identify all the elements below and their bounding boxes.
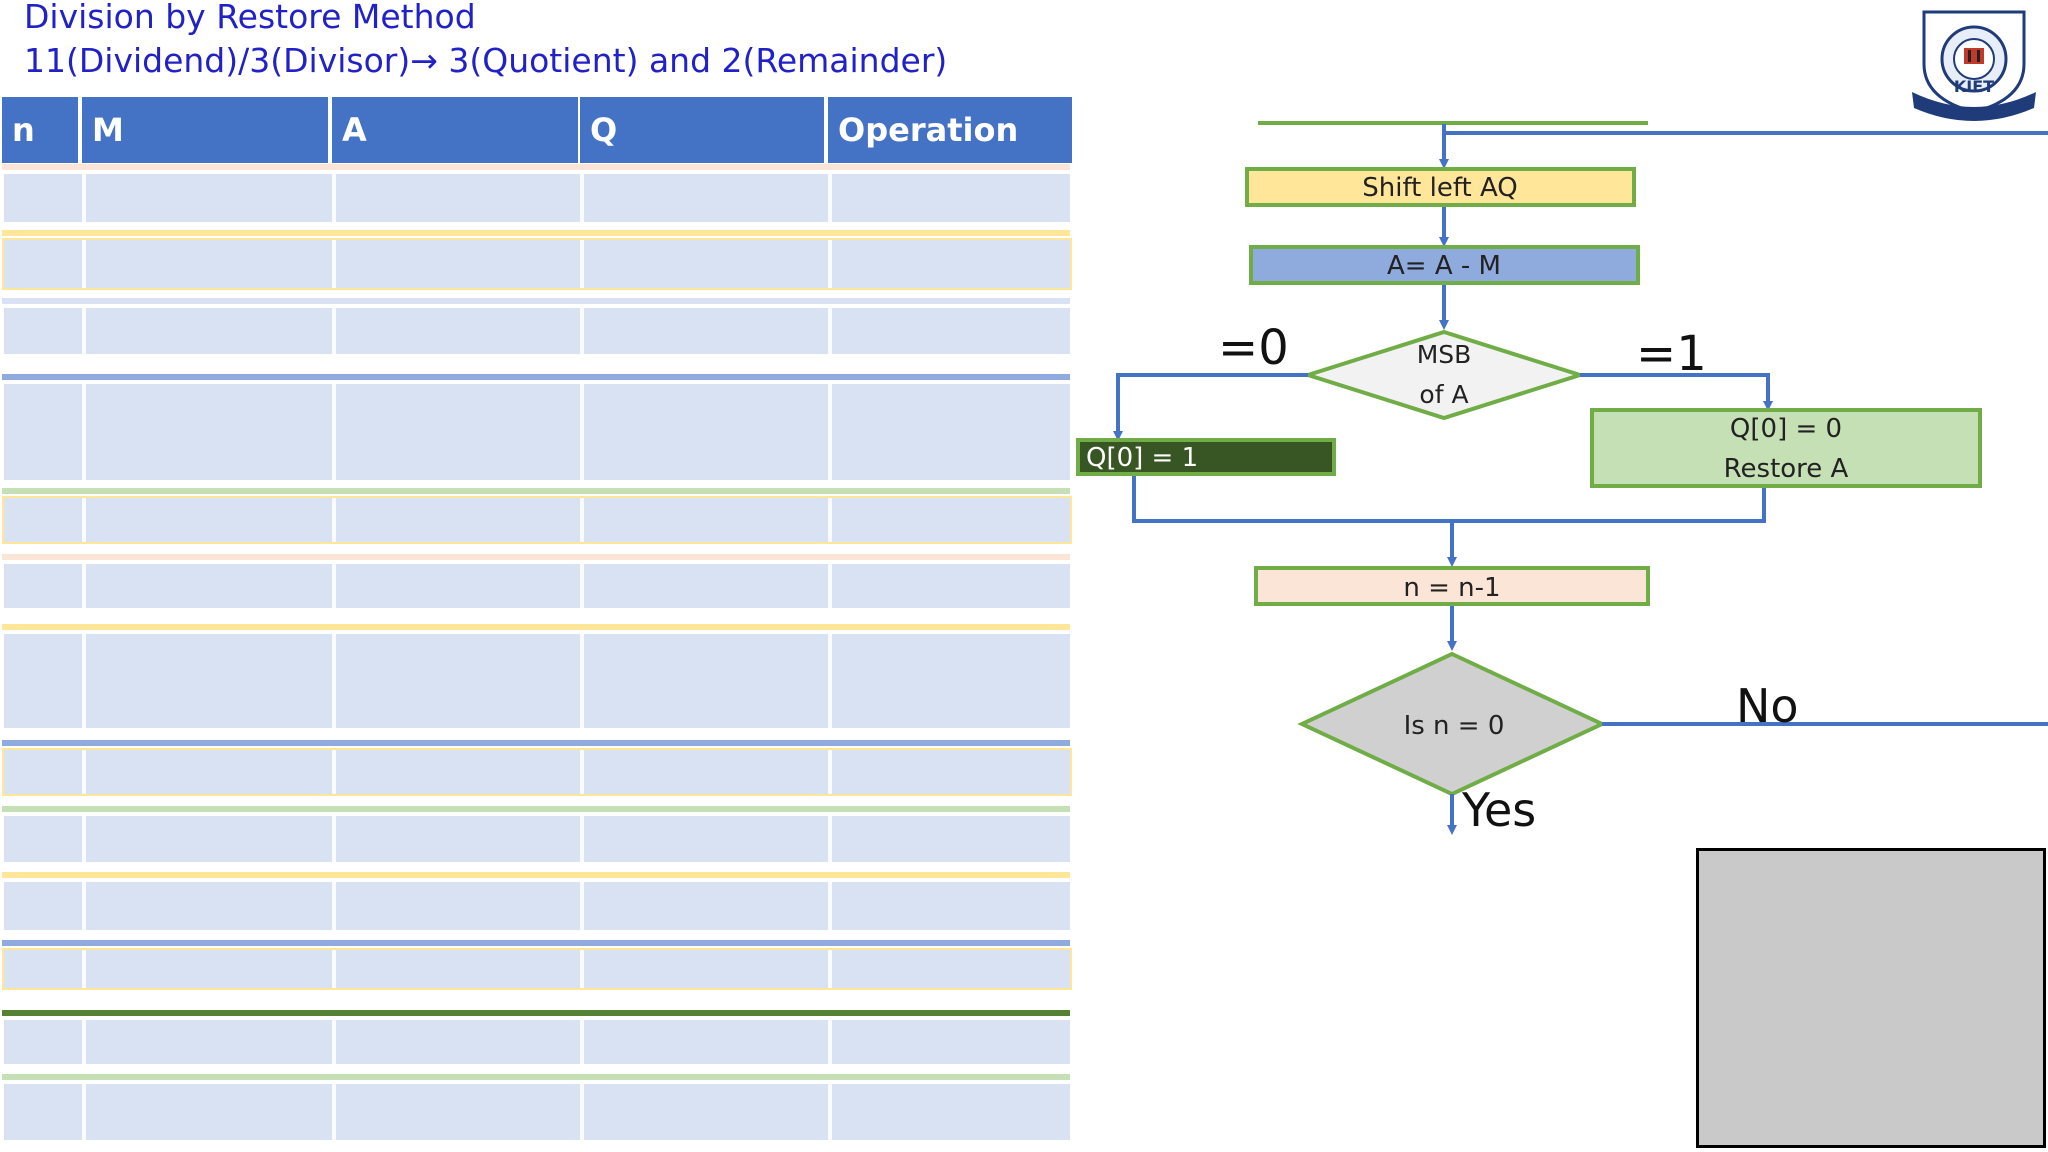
decrement-box: [1254, 566, 1650, 606]
q-zero-label-line2: Restore A: [1724, 454, 1849, 484]
header-operation: Operation: [828, 97, 1072, 163]
table-row: [2, 562, 1072, 610]
table-row: [2, 748, 1072, 796]
header-q: Q: [580, 97, 824, 163]
table-row: [2, 1018, 1072, 1066]
table-row: [2, 880, 1072, 932]
decrement-label: n = n-1: [1403, 573, 1500, 603]
table-row: [2, 238, 1072, 290]
row-separator: [2, 1010, 1070, 1016]
branch-one-label: =1: [1636, 326, 1707, 382]
branch-zero-label: =0: [1218, 320, 1289, 376]
shift-left-box: [1245, 167, 1636, 207]
slide-title: Division by Restore Method: [24, 0, 476, 36]
row-separator: [2, 554, 1070, 560]
row-separator: [2, 488, 1070, 494]
row-separator: [2, 940, 1070, 946]
merge-left-line: [1132, 476, 1766, 523]
branch-zero-line: [1113, 373, 1308, 441]
table-row: [2, 948, 1072, 990]
table-row: [2, 382, 1072, 482]
subtract-box: [1249, 245, 1640, 285]
msb-label-line2: of A: [1419, 380, 1468, 409]
table-row: [2, 1082, 1072, 1142]
subtract-label: A= A - M: [1387, 251, 1501, 281]
header-n: n: [2, 97, 78, 163]
row-separator: [2, 298, 1070, 304]
q-zero-box: [1590, 408, 1982, 488]
table-row: [2, 632, 1072, 730]
row-separator: [2, 806, 1070, 812]
placeholder-square: [1696, 848, 2046, 1148]
q-zero-label-line1: Q[0] = 0: [1730, 414, 1842, 444]
table-row: [2, 814, 1072, 864]
shift-left-label: Shift left AQ: [1362, 173, 1518, 203]
table-row: [2, 496, 1072, 544]
table-row: [2, 306, 1072, 356]
row-separator: [2, 872, 1070, 878]
header-a: A: [332, 97, 578, 163]
row-separator: [2, 230, 1070, 236]
row-separator: [2, 164, 1070, 170]
slide-subtitle: 11(Dividend)/3(Divisor)→ 3(Quotient) and…: [24, 41, 948, 80]
row-separator: [2, 624, 1070, 630]
no-label: No: [1736, 679, 1799, 733]
yes-label: Yes: [1461, 783, 1536, 837]
row-separator: [2, 1074, 1070, 1080]
q-one-label: Q[0] = 1: [1086, 443, 1198, 473]
branch-one-line: [1580, 373, 1773, 411]
table-row: [2, 172, 1072, 224]
msb-decision: [1301, 329, 1587, 421]
kiet-logo: KIET: [1912, 10, 2036, 121]
row-separator: [2, 374, 1070, 380]
logo-name: KIET: [1954, 77, 1994, 96]
header-m: M: [82, 97, 328, 163]
q-one-box: [1076, 438, 1336, 476]
row-separator: [2, 740, 1070, 746]
msb-label-line1: MSB: [1417, 340, 1472, 369]
check-label: Is n = 0: [1404, 711, 1505, 741]
